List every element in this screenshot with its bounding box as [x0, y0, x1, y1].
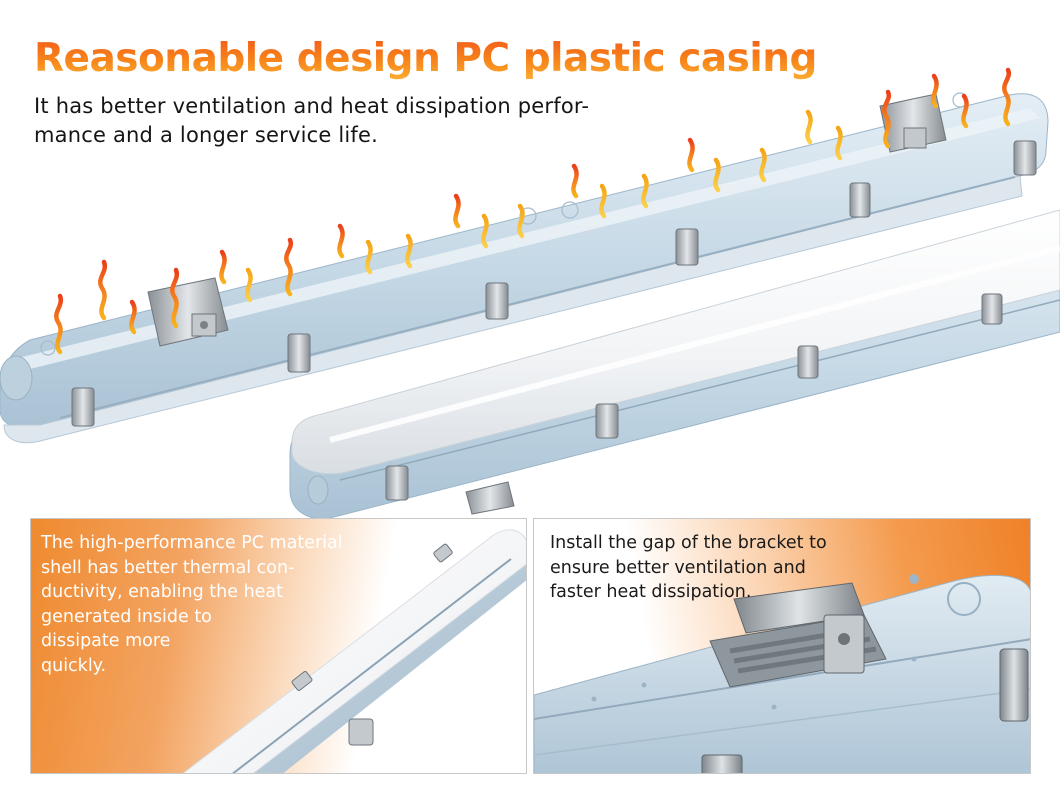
heat-wave-icon: [219, 249, 227, 285]
heat-wave-icon: [805, 109, 813, 145]
feature-description: The high-performance PC material shell h…: [41, 533, 343, 676]
feature-panel-thermal-conductivity: The high-performance PC material shell h…: [30, 518, 527, 774]
heat-wave-icon: [453, 193, 461, 229]
heat-wave-icon: [571, 163, 579, 199]
heat-wave-icon: [687, 137, 695, 173]
heat-wave-icon: [835, 125, 843, 161]
heat-wave-icon: [517, 203, 525, 239]
heat-wave-icon: [599, 183, 607, 219]
lower-fixture: [289, 209, 1060, 520]
heat-wave-icon: [713, 157, 721, 193]
hero-product-illustration: [0, 67, 1060, 520]
upper-fixture: [0, 92, 1049, 444]
diffuser-closeup-illustration: [182, 529, 526, 773]
page-title: Reasonable design PC plastic casing: [34, 36, 817, 81]
mounting-bracket-icon: [879, 93, 947, 153]
heat-wave-icon: [54, 293, 64, 355]
heat-wave-icon: [365, 239, 373, 275]
heat-wave-icon: [98, 259, 108, 321]
clip-icon: [385, 293, 1003, 501]
feature-description: Install the gap of the bracket to ensure…: [550, 533, 827, 602]
page-subtitle: It has better ventilation and heat dissi…: [34, 94, 590, 147]
heat-wave-icon: [759, 147, 767, 183]
clip-icon: [71, 140, 1037, 427]
heat-wave-icon: [129, 299, 137, 335]
heat-wave-icon: [284, 237, 294, 297]
heat-wave-icon: [170, 267, 180, 329]
heat-wave-icon: [931, 73, 939, 109]
heat-wave-icon: [1002, 67, 1012, 127]
mounting-bracket-icon: [147, 277, 229, 347]
clip-icon: [701, 648, 1029, 773]
mounting-bracket-icon: [465, 481, 515, 515]
heat-wave-icon: [245, 267, 253, 303]
heat-wave-icon: [481, 213, 489, 249]
bracket-closeup-illustration: [534, 574, 1030, 773]
feature-panel-bracket-gap: Install the gap of the bracket to ensure…: [533, 518, 1031, 774]
heat-wave-icon: [641, 173, 649, 209]
mounting-bracket-icon: [709, 582, 887, 688]
heat-wave-icon: [337, 223, 345, 259]
heat-wave-icon: [405, 233, 413, 269]
heat-waves: [54, 67, 1012, 355]
clip-icon: [291, 543, 453, 746]
heat-wave-icon: [882, 89, 892, 149]
heat-wave-icon: [961, 93, 969, 129]
